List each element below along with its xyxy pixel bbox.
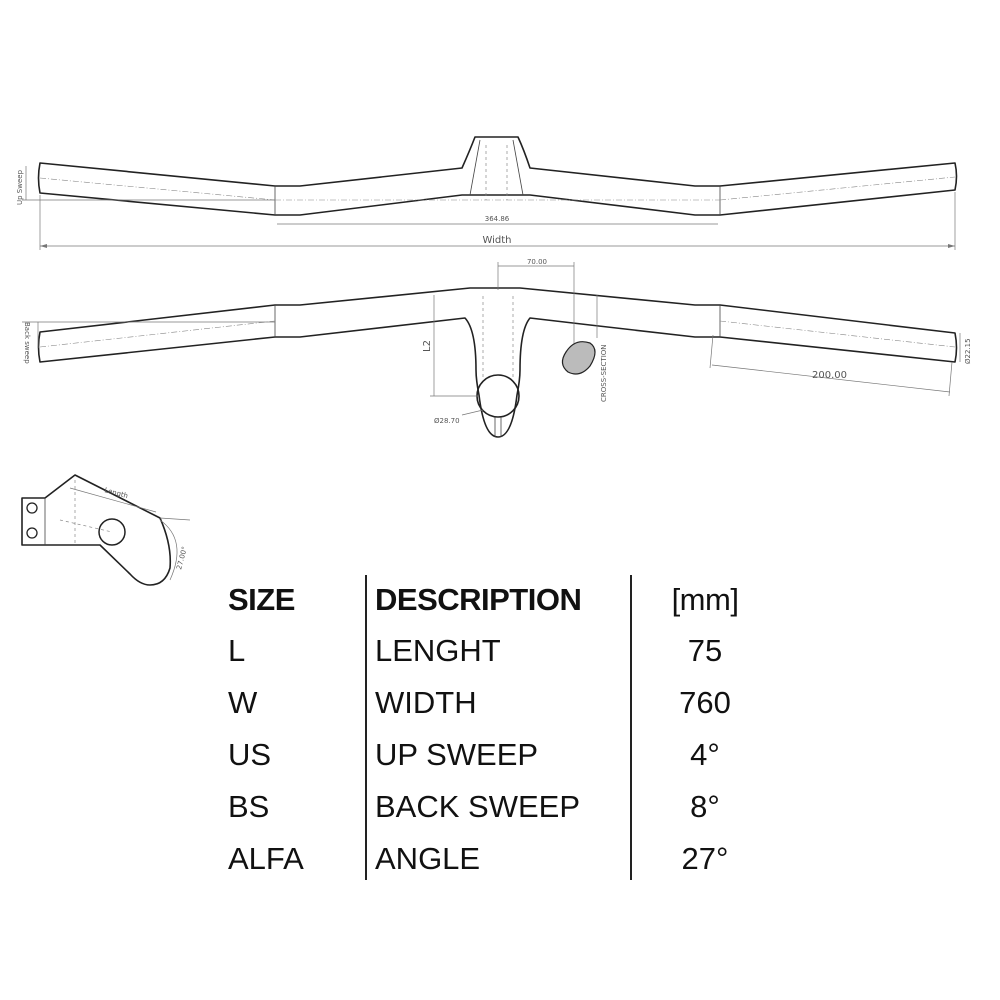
front-centerline-right xyxy=(719,176,956,201)
front-stem-edge-right xyxy=(512,139,524,196)
front-centerline-left xyxy=(39,177,276,201)
size-column: SIZE L W US BS ALFA xyxy=(228,575,358,885)
stem-dim-value: 70.00 xyxy=(527,258,547,266)
description-header: DESCRIPTION xyxy=(375,582,582,617)
width-arrow-right xyxy=(948,244,955,248)
top-centerline-right xyxy=(719,320,956,348)
front-bar-outline xyxy=(37,136,958,216)
steerer-clamp-circle xyxy=(476,374,520,418)
size-cell: US xyxy=(228,737,272,772)
table-separator-1 xyxy=(365,575,367,880)
side-bar-clamp-circle xyxy=(98,518,126,546)
bar-dia-dim-value: Ø22.15 xyxy=(964,338,972,364)
grip-dim-ext-left xyxy=(709,334,714,369)
inner-dim-value: 364.86 xyxy=(485,215,510,223)
size-cell: BS xyxy=(228,789,270,824)
back-sweep-label: Back sweep xyxy=(23,322,31,364)
angle-dim-arc xyxy=(159,519,178,581)
grip-dim-line xyxy=(711,364,951,393)
angle-ext-top xyxy=(159,517,191,521)
size-header: SIZE xyxy=(228,582,295,617)
table-separator-2 xyxy=(630,575,632,880)
up-sweep-label: Up Sweep xyxy=(16,169,24,205)
side-view: Length 27.00° xyxy=(21,474,191,586)
value-cell: 75 xyxy=(687,633,723,668)
cross-section-shape xyxy=(561,341,596,375)
cross-section-label: CROSS-SECTION xyxy=(600,344,608,402)
front-view: Up Sweep 364.86 Width xyxy=(16,136,958,250)
side-bolt-bottom xyxy=(26,527,38,539)
value-cell: 27° xyxy=(681,841,729,876)
value-cell: 760 xyxy=(679,685,731,720)
size-cell: W xyxy=(228,685,258,720)
l2-label: L2 xyxy=(422,340,433,352)
spec-table: SIZE L W US BS ALFA DESCRIPTION LENGHT W… xyxy=(220,575,780,880)
description-cell: ANGLE xyxy=(375,841,481,876)
length-dim-line xyxy=(69,487,157,513)
grip-dim-ext-right xyxy=(948,361,953,397)
size-cell: ALFA xyxy=(228,841,304,876)
value-cell: 4° xyxy=(690,737,720,772)
side-stem-outline xyxy=(21,474,172,586)
value-cell: 8° xyxy=(690,789,720,824)
side-bolt-top xyxy=(26,502,38,514)
description-cell: BACK SWEEP xyxy=(375,789,580,824)
description-column: DESCRIPTION LENGHT WIDTH UP SWEEP BACK S… xyxy=(375,575,625,885)
top-bar-outline xyxy=(37,287,958,438)
description-cell: WIDTH xyxy=(375,685,477,720)
value-column: [mm] 75 760 4° 8° 27° xyxy=(645,575,765,885)
steerer-dim-leader xyxy=(461,409,484,416)
width-label: Width xyxy=(482,235,511,246)
unit-header: [mm] xyxy=(671,582,739,617)
description-cell: LENGHT xyxy=(375,633,501,668)
description-cell: UP SWEEP xyxy=(375,737,539,772)
steerer-dim-value: Ø28.70 xyxy=(434,417,460,425)
width-arrow-left xyxy=(40,244,47,248)
front-stem-edge-left xyxy=(469,139,481,196)
top-centerline-left xyxy=(39,320,276,348)
side-axis-line xyxy=(59,519,113,533)
top-view: 70.00 Back sweep L2 Ø28.70 CROSS-SECTION… xyxy=(22,258,972,438)
grip-dim-value: 200.00 xyxy=(812,370,847,381)
size-cell: L xyxy=(228,633,246,668)
